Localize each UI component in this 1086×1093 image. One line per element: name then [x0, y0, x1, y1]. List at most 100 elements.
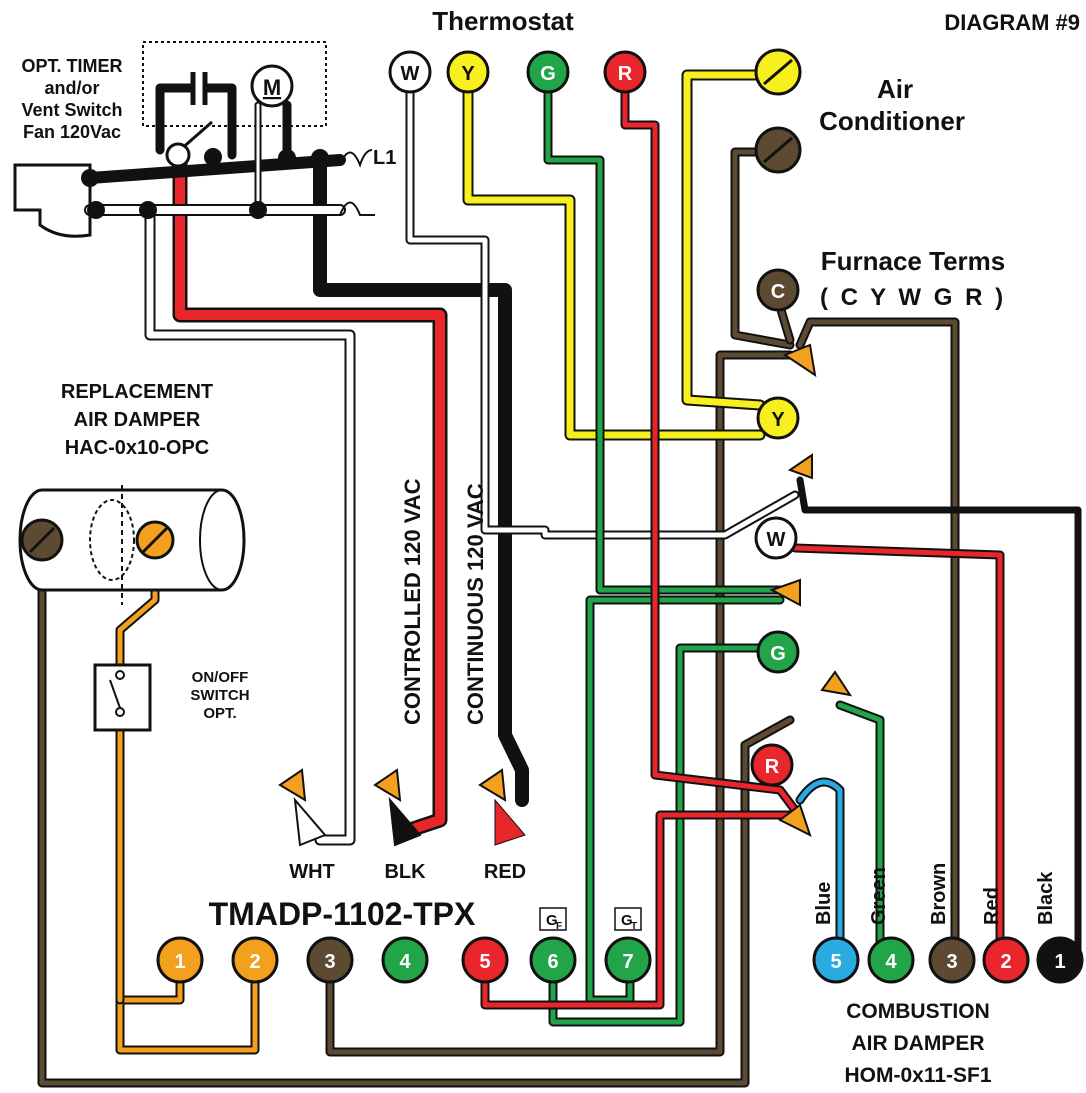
svg-text:G: G [770, 643, 786, 665]
furnace-terminal-g[interactable]: G [756, 630, 800, 674]
timer-label-line3: Vent Switch [21, 100, 122, 120]
wht-lead[interactable]: WHT [278, 768, 335, 883]
controlled-vac-label: CONTROLLED 120 VAC [400, 478, 425, 725]
board-terminal-6[interactable]: 6 [529, 936, 577, 984]
combustion-terminal-4[interactable]: 4 [867, 936, 915, 984]
furnace-terminal-r[interactable]: R [750, 743, 794, 787]
svg-text:4: 4 [885, 951, 897, 973]
combustion-wire-red: Red [981, 887, 1003, 925]
continuous-vac-label: CONTINUOUS 120 VAC [463, 483, 488, 725]
board-terminal-7[interactable]: 7 [604, 936, 652, 984]
svg-text:5: 5 [479, 951, 490, 973]
thermostat-terminals: W Y G R [388, 50, 647, 94]
combustion-label-line1: COMBUSTION [846, 1000, 990, 1023]
furnace-terminal-y[interactable]: Y [756, 396, 800, 440]
wire-brown-damper-loop [37, 535, 795, 1088]
wire-nut-icon [787, 453, 813, 480]
combustion-terminal-2[interactable]: 2 [982, 936, 1030, 984]
fan-blower-icon [13, 163, 92, 238]
wire-red-thermostat [620, 85, 800, 815]
wire-nuts [769, 343, 853, 837]
wire-blue-combustion [795, 777, 845, 965]
wire-white-thermostat [405, 85, 800, 540]
thermostat-terminal-r[interactable]: R [603, 50, 647, 94]
combustion-wire-blue: Blue [813, 882, 835, 925]
wire-yellow-thermostat [462, 84, 766, 441]
motor-label: M [263, 75, 281, 100]
blk-lead[interactable]: BLK [373, 768, 426, 883]
combustion-wire-brown: Brown [928, 863, 950, 925]
thermostat-terminal-y[interactable]: Y [446, 50, 490, 94]
svg-text:G: G [546, 912, 558, 929]
wire-nut-icon [782, 343, 817, 378]
thermostat-terminal-g[interactable]: G [526, 50, 570, 94]
svg-text:C: C [771, 281, 785, 303]
svg-text:Y: Y [771, 409, 785, 431]
svg-text:W: W [767, 529, 786, 551]
svg-text:7: 7 [622, 951, 633, 973]
furnace-terminal-w[interactable]: W [754, 516, 798, 560]
svg-text:4: 4 [399, 951, 411, 973]
wire-nut-icon [820, 670, 853, 697]
wire-nut-icon [769, 578, 801, 607]
replacement-damper-line3: HAC-0x10-OPC [65, 437, 209, 459]
switch-label-line3: OPT. [203, 705, 236, 722]
wire-white-wht [144, 204, 356, 846]
furnace-terminal-c[interactable]: C [756, 268, 800, 312]
motor-icon [250, 64, 294, 108]
wire-green-thermostat [543, 85, 785, 595]
board-terminal-2[interactable]: 2 [231, 936, 279, 984]
wire-black-combustion [796, 476, 1082, 964]
combustion-wire-green: Green [868, 867, 890, 925]
wire-red-terminal-5 [480, 810, 795, 1010]
svg-text:WHT: WHT [289, 861, 335, 883]
svg-text:3: 3 [324, 951, 335, 973]
board-terminal-3[interactable]: 3 [306, 936, 354, 984]
ac-label-line1: Air [877, 74, 913, 104]
wire-green-combustion [835, 700, 885, 965]
replacement-damper-line1: REPLACEMENT [61, 381, 213, 403]
switch-label-line1: ON/OFF [192, 669, 249, 686]
svg-text:F: F [556, 921, 562, 932]
combustion-label-line2: AIR DAMPER [851, 1032, 984, 1055]
wire-brown-combustion [795, 317, 960, 965]
timer-label-line1: OPT. TIMER [21, 56, 122, 76]
combustion-terminal-3[interactable]: 3 [928, 936, 976, 984]
furnace-label-line2: ( C Y W G R ) [820, 284, 1006, 311]
wire-layer [37, 69, 1082, 1088]
board-terminal-1[interactable]: 1 [156, 936, 204, 984]
svg-text:1: 1 [174, 951, 185, 973]
combustion-terminal-1[interactable]: 1 [1036, 936, 1084, 984]
wire-black-continuous [313, 153, 529, 807]
svg-text:R: R [618, 63, 633, 85]
timer-dashed-box [142, 41, 327, 127]
svg-text:G: G [621, 912, 633, 929]
svg-text:T: T [631, 921, 637, 932]
combustion-wire-black: Black [1035, 871, 1057, 925]
red-lead[interactable]: RED [478, 768, 526, 883]
svg-text:2: 2 [1000, 951, 1011, 973]
board-model-label: TMADP-1102-TPX [209, 896, 476, 932]
svg-text:R: R [765, 756, 780, 778]
switch-label-line2: SWITCH [190, 687, 249, 704]
svg-text:6: 6 [547, 951, 558, 973]
svg-text:G: G [540, 63, 556, 85]
timer-label-line2: and/or [44, 78, 99, 98]
fan-timer-section: M OPT. TIMER and/or Vent Switch Fan 120V… [13, 41, 396, 238]
svg-text:3: 3 [946, 951, 957, 973]
combustion-terminal-5[interactable]: 5 [812, 936, 860, 984]
svg-text:RED: RED [484, 861, 526, 883]
power-leads: WHT BLK RED [278, 768, 526, 883]
timer-label-line4: Fan 120Vac [23, 122, 121, 142]
svg-text:5: 5 [830, 951, 841, 973]
svg-text:Y: Y [461, 63, 475, 85]
l1-label: L1 [373, 147, 396, 169]
gf-label: G F [539, 907, 567, 932]
wire-brown-terminal-3 [325, 350, 795, 1057]
gt-label: G T [614, 907, 642, 932]
thermostat-terminal-w[interactable]: W [388, 50, 432, 94]
board-terminal-5[interactable]: 5 [461, 936, 509, 984]
air-conditioner: Air Conditioner [754, 48, 965, 174]
board-terminal-4[interactable]: 4 [381, 936, 429, 984]
